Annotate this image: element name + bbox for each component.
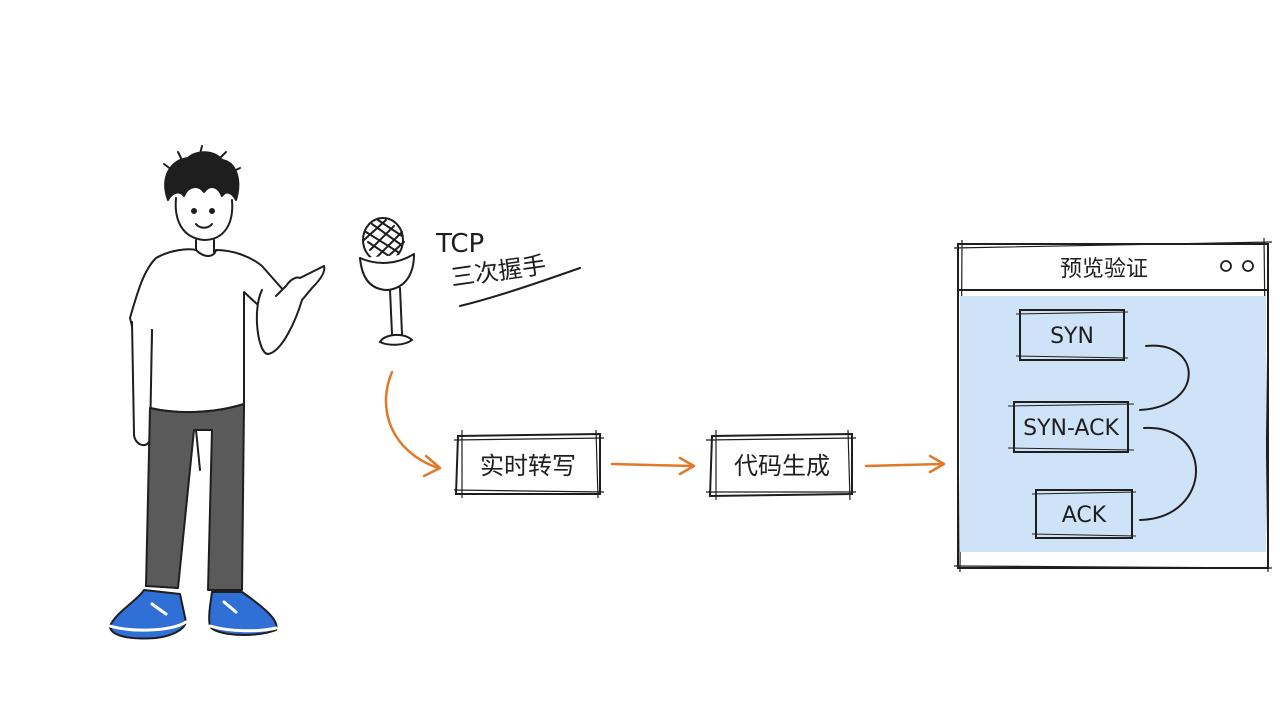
arrow-transcribe-to-codegen-head <box>678 456 696 476</box>
connector-syn-synack <box>1139 344 1190 411</box>
label-syn: SYN <box>1050 324 1094 349</box>
label-ack: ACK <box>1062 503 1107 528</box>
step-label-codegen: 代码生成 <box>734 452 830 480</box>
handshake-box-syn: SYN <box>1015 309 1129 361</box>
handshake-box-synack: SYN-ACK <box>1007 401 1135 453</box>
step-box-codegen: 代码生成 <box>705 429 857 501</box>
connector-synack-ack <box>1139 426 1197 521</box>
handshake-box-ack: ACK <box>1031 489 1137 539</box>
window-dot-icon <box>1220 260 1232 272</box>
preview-title: 预览验证 <box>1060 257 1148 282</box>
window-dot-icon <box>1242 260 1254 272</box>
step-label-transcribe: 实时转写 <box>480 452 576 480</box>
arrow-transcribe-to-codegen <box>610 462 694 468</box>
person-pointing-icon <box>108 145 326 640</box>
arrow-codegen-to-preview <box>864 462 944 468</box>
preview-window: 预览验证 SYN SYN-ACK ACK <box>953 237 1273 573</box>
flow-arrows <box>384 370 946 478</box>
arrow-codegen-to-preview-head <box>928 454 946 474</box>
arrow-mic-to-transcribe-head <box>422 454 442 478</box>
label-synack: SYN-ACK <box>1023 416 1119 441</box>
arrow-mic-to-transcribe <box>384 370 440 470</box>
microphone-icon <box>359 217 415 346</box>
speech-underline <box>459 267 581 307</box>
step-box-transcribe: 实时转写 <box>453 429 605 499</box>
speech-line-1: TCP <box>435 229 484 259</box>
